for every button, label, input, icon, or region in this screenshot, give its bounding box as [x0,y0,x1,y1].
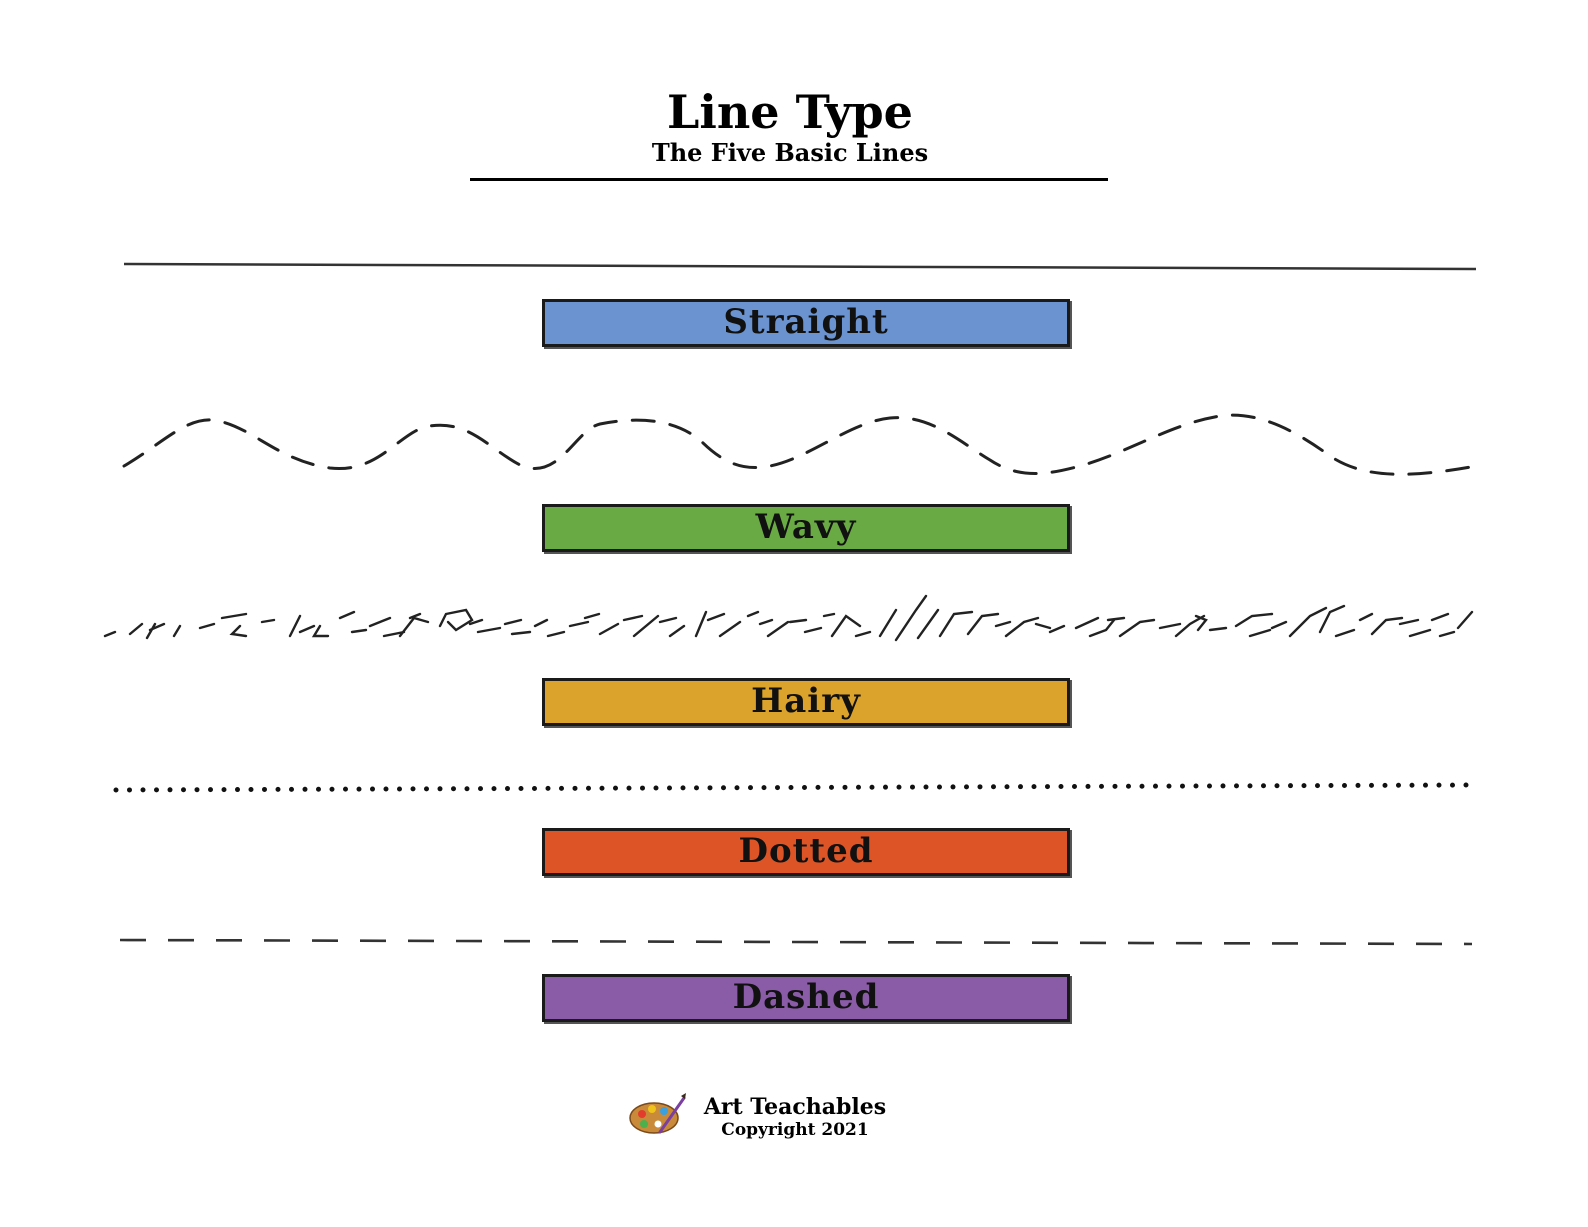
straight-label: Straight [542,299,1070,347]
dotted-line-example [113,782,1479,793]
dashed-label: Dashed [542,974,1070,1022]
footer-text: Art Teachables Copyright 2021 [690,1094,900,1140]
dashed-line-example [119,938,1473,946]
copyright-text: Copyright 2021 [721,1120,869,1140]
title-underline [470,178,1108,181]
palette-icon [629,1093,686,1134]
brand-name: Art Teachables [703,1094,887,1120]
page-subtitle: The Five Basic Lines [651,138,929,167]
dotted-label: Dotted [542,828,1070,876]
wavy-line-example [122,413,1478,476]
hairy-label: Hairy [542,678,1070,726]
straight-line-example [123,262,1477,271]
wavy-label: Wavy [542,504,1070,552]
footer: Art Teachables Copyright 2021 [628,1092,928,1142]
hairy-line-example [103,594,1474,642]
page-title: Line Type [667,85,913,139]
page-header: Line Type The Five Basic Lines [470,86,1110,168]
